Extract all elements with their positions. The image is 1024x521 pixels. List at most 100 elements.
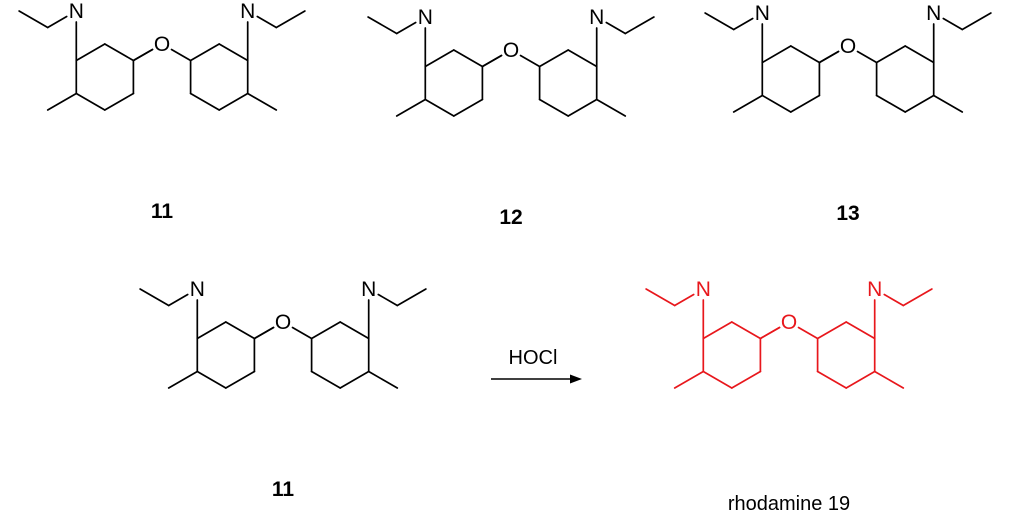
bond [595, 98, 627, 117]
bond [46, 15, 68, 29]
bond [673, 293, 695, 307]
atom-nitrogen: N [755, 2, 770, 25]
bond [902, 288, 933, 307]
bond [816, 321, 848, 340]
bond [730, 370, 762, 389]
bond [845, 370, 876, 389]
bond [367, 370, 399, 389]
atom-nitrogen: N [867, 278, 882, 301]
atom-oxygen: O [503, 39, 519, 62]
bond [395, 21, 417, 35]
bond [170, 48, 192, 62]
bond [189, 43, 221, 62]
bond [904, 94, 935, 113]
atom-nitrogen: N [926, 2, 941, 25]
bond [702, 370, 733, 389]
bond [103, 92, 135, 111]
bond [310, 370, 342, 389]
bond [310, 321, 342, 340]
bond [519, 54, 541, 68]
bond [139, 288, 170, 307]
compound-label-13: 13 [836, 202, 859, 225]
bond [218, 92, 249, 111]
bond [702, 321, 733, 340]
reaction-arrow [491, 374, 582, 384]
atom-nitrogen: N [69, 0, 84, 23]
bond [291, 326, 313, 340]
bond [424, 98, 455, 117]
bond [645, 288, 676, 307]
atom-nitrogen: N [361, 278, 376, 301]
compound-12: O N N [367, 6, 655, 117]
compound-11: O N N [18, 0, 306, 111]
bond [567, 98, 598, 117]
atom-oxygen: O [154, 33, 170, 56]
bond [816, 370, 848, 389]
bond [253, 326, 275, 340]
bond [196, 321, 227, 340]
bond [218, 43, 249, 62]
atom-nitrogen: N [696, 278, 711, 301]
bond [103, 43, 135, 62]
bond [396, 288, 427, 307]
bond [167, 293, 189, 307]
bond [845, 321, 876, 340]
bond [797, 326, 819, 340]
bond [275, 10, 306, 29]
bond [18, 10, 49, 29]
compound-label-12: 12 [499, 206, 522, 229]
atom-oxygen: O [275, 311, 291, 334]
bond [339, 321, 370, 340]
atom-nitrogen: N [589, 6, 604, 29]
bond [339, 370, 370, 389]
atom-nitrogen: N [190, 278, 205, 301]
bond [224, 370, 256, 389]
bond [761, 94, 792, 113]
bond [942, 17, 964, 31]
bond [424, 49, 455, 68]
atom-nitrogen: N [418, 6, 433, 29]
bond [481, 54, 503, 68]
rhodamine-19-product: O N N [645, 278, 933, 389]
bond [256, 15, 278, 29]
bond [395, 98, 427, 117]
compound-13: O N N [704, 2, 992, 113]
bond [875, 45, 907, 64]
bond [789, 94, 821, 113]
bond [875, 94, 907, 113]
compound-label-11-reactant: 11 [272, 478, 295, 501]
bond [732, 17, 754, 31]
bond [46, 92, 78, 111]
bond [538, 49, 570, 68]
bond [932, 94, 964, 113]
bond [789, 45, 821, 64]
reagent-label: HOCl [509, 347, 558, 369]
product-name-label: rhodamine 19 [728, 493, 850, 515]
bond [224, 321, 256, 340]
bond [167, 370, 199, 389]
bond [452, 49, 484, 68]
bond [132, 48, 154, 62]
bond [624, 16, 655, 35]
bond [883, 293, 905, 307]
bond [75, 43, 106, 62]
compound-label-11: 11 [151, 200, 174, 223]
atom-oxygen: O [781, 311, 797, 334]
compound-11-reactant: O N N [139, 278, 427, 389]
bond [761, 45, 792, 64]
bond [196, 370, 227, 389]
bond [367, 16, 398, 35]
bond [818, 50, 840, 64]
bond [961, 12, 992, 31]
bond [377, 293, 399, 307]
bond [605, 21, 627, 35]
bond [730, 321, 762, 340]
bond [189, 92, 221, 111]
bond [567, 49, 598, 68]
bond [673, 370, 705, 389]
atom-oxygen: O [840, 35, 856, 58]
bond [704, 12, 735, 31]
atom-nitrogen: N [240, 0, 255, 23]
bond [75, 92, 106, 111]
